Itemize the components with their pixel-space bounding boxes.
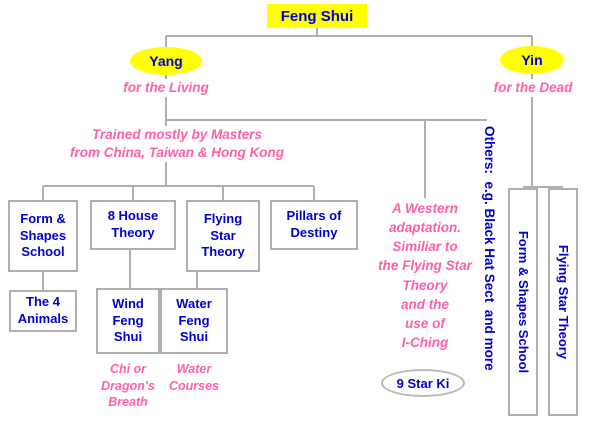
yang-masters-note: Trained mostly by Masters from China, Ta… [47, 126, 307, 162]
chi-caption: Chi or Dragon's Breath [101, 362, 155, 409]
node-9-star-ki: 9 Star Ki [381, 369, 465, 397]
node-water-feng-shui: Water Feng Shui [160, 288, 228, 354]
yin-node: Yin [500, 46, 564, 74]
root-node-feng-shui: Feng Shui [267, 4, 367, 28]
yang-node: Yang [130, 47, 202, 75]
node-wind-feng-shui: Wind Feng Shui [96, 288, 160, 354]
node-8-house-theory: 8 House Theory [90, 200, 176, 250]
western-adaptation-note: A Western adaptation. Similiar to the Fl… [378, 201, 472, 351]
node-form-shapes-school: Form & Shapes School [8, 200, 78, 272]
water-courses-caption: Water Courses [168, 362, 220, 393]
yin-node-form-shapes-school: Form & Shapes School [508, 188, 538, 416]
yin-caption: for the Dead [463, 79, 603, 97]
node-the-4-animals: The 4 Animals [9, 290, 77, 332]
node-pillars-of-destiny: Pillars of Destiny [270, 200, 358, 250]
yin-node-flying-star-theory: Flying Star Theory [548, 188, 578, 416]
node-flying-star-theory: Flying Star Theory [186, 200, 260, 272]
others-vertical-note: Others: e.g. Black Hat Sect and more [482, 126, 497, 371]
yang-caption: for the Living [96, 79, 236, 97]
